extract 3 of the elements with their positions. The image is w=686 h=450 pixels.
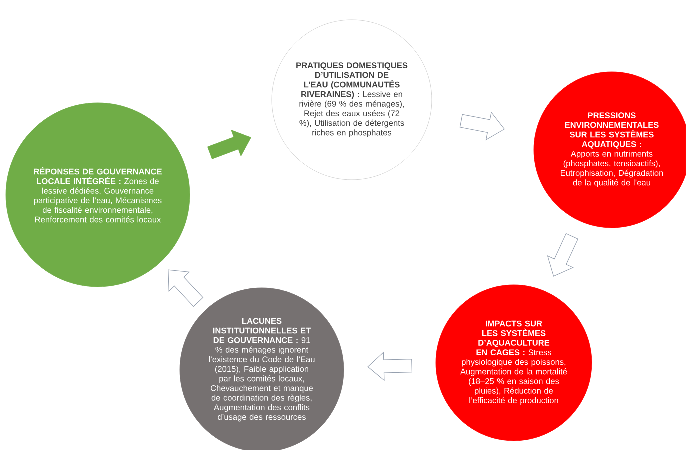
block-arrow (208, 130, 252, 160)
block-arrow (368, 352, 413, 382)
block-arrow (460, 112, 506, 141)
